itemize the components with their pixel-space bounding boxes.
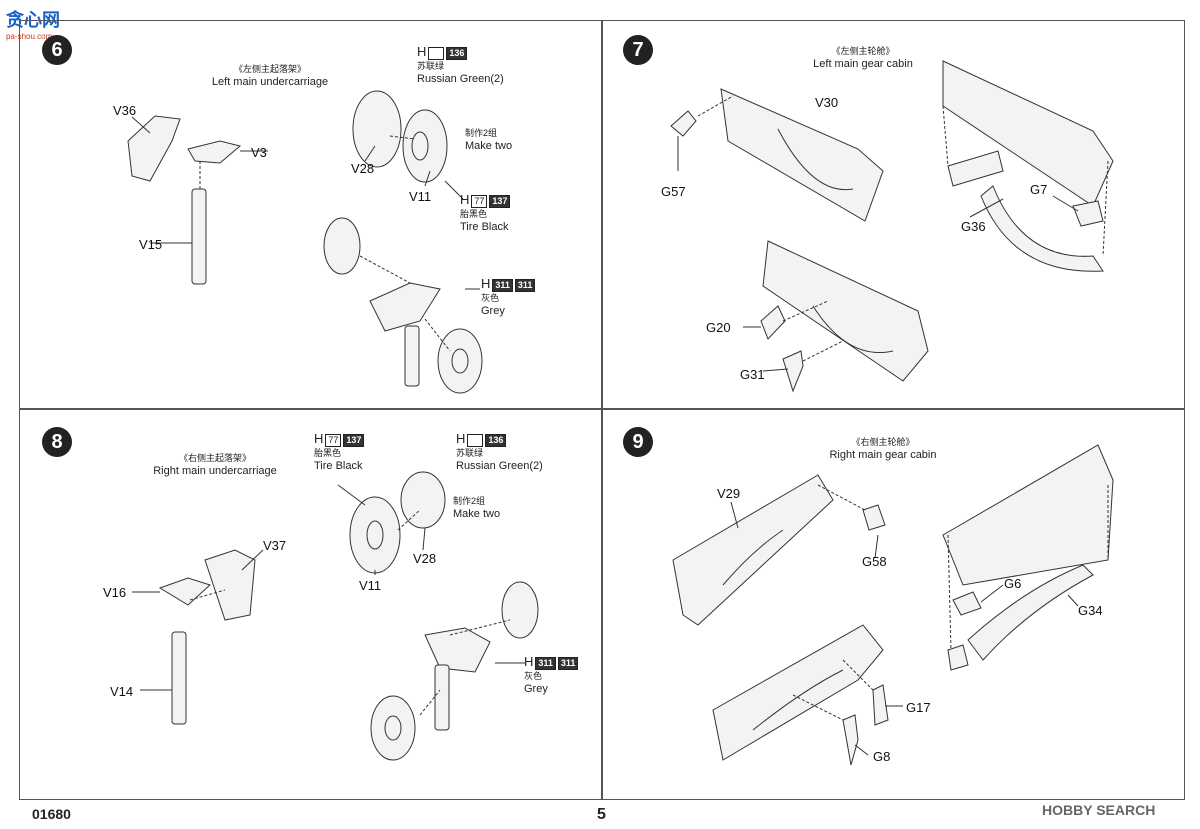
step-number: 9	[623, 427, 653, 457]
step-number: 8	[42, 427, 72, 457]
step-6-panel: 6 《左侧主起落架》 Left main undercarriage	[19, 20, 602, 409]
part-label: V29	[717, 486, 741, 501]
gear-cabin-drawing	[670, 60, 1114, 393]
part-label: V11	[409, 189, 432, 204]
part-label: G17	[906, 700, 931, 715]
page-number: 5	[597, 806, 606, 823]
part-label: G7	[1030, 182, 1048, 197]
part-label: G8	[873, 749, 891, 764]
product-code: 01680	[32, 806, 71, 822]
part-label: V30	[815, 95, 839, 110]
part-label: V28	[413, 551, 437, 566]
step-8-panel: 8 《右侧主起落架》 Right main undercarriage	[19, 409, 602, 800]
step-9-panel: 9 《右侧主轮舱》 Right main gear cabin	[602, 409, 1185, 800]
part-label: V37	[263, 538, 287, 553]
part-label: V3	[251, 145, 267, 160]
step-caption: 《左侧主起落架》 Left main undercarriage	[211, 64, 329, 88]
part-label: V11	[359, 578, 382, 593]
part-label: G31	[740, 367, 765, 382]
part-label: V36	[113, 103, 137, 118]
part-label: V14	[110, 684, 134, 699]
undercarriage-drawing	[132, 471, 539, 761]
part-label: V15	[139, 237, 163, 252]
part-label: G36	[961, 219, 986, 234]
part-label: G58	[862, 554, 887, 569]
part-label: G20	[706, 320, 731, 335]
part-label: V28	[351, 161, 375, 176]
gear-cabin-drawing	[672, 444, 1114, 766]
step-caption: 《右侧主轮舱》 Right main gear cabin	[829, 437, 937, 461]
part-label: G34	[1078, 603, 1103, 618]
step-caption: 《左侧主轮舱》 Left main gear cabin	[813, 46, 913, 70]
undercarriage-drawing	[127, 90, 483, 394]
part-label: V16	[103, 585, 127, 600]
part-label: G57	[661, 184, 686, 199]
step-number: 7	[623, 35, 653, 65]
step-caption: 《右侧主起落架》 Right main undercarriage	[153, 453, 277, 477]
step-7-panel: 7 《左侧主轮舱》 Left main gear cabin	[602, 20, 1185, 409]
part-label: G6	[1004, 576, 1022, 591]
step-number: 6	[42, 35, 72, 65]
brand-watermark: HOBBY SEARCH	[1042, 802, 1156, 818]
